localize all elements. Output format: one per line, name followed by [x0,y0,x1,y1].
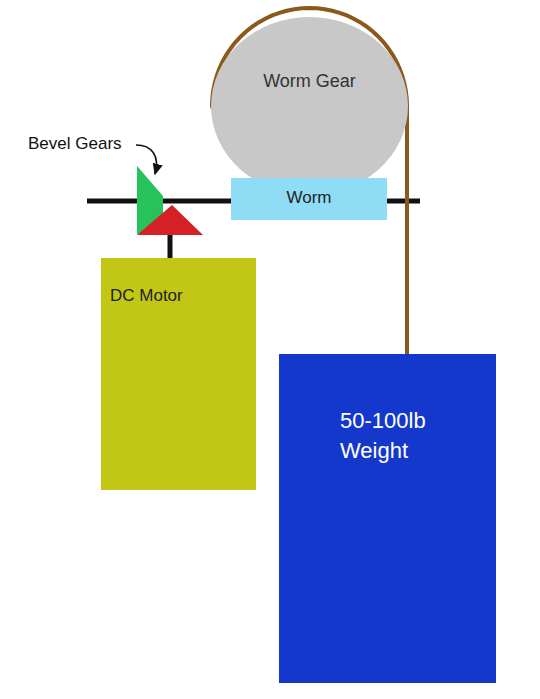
motor-shaft [168,232,173,260]
part-label: Bevel Gears [28,134,122,154]
node-label: DC Motor [110,285,256,308]
gear-disc [211,17,408,195]
worm-box: Worm [231,178,387,220]
worm-gear: Worm Gear [211,17,408,195]
node-label: Worm Gear [211,69,408,93]
node-label: Worm [231,187,387,210]
leader-arrow [136,145,156,174]
gear-outline [211,17,408,195]
bevel-gear [137,205,203,235]
node-label: 50-100lb Weight [340,406,450,465]
weight-box: 50-100lb Weight [279,354,496,683]
motor-box: DC Motor [101,258,256,490]
